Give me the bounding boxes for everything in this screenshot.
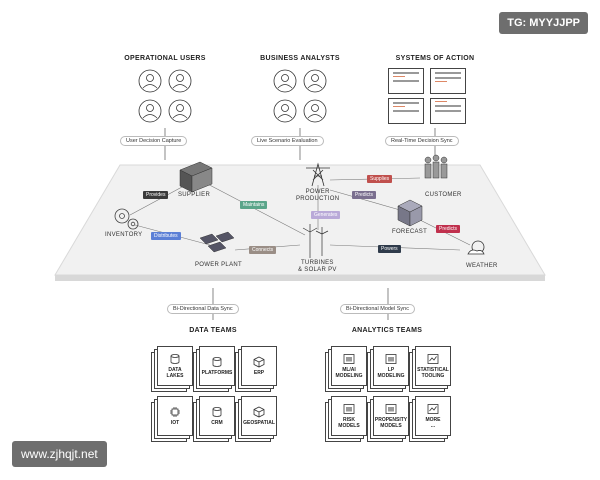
card-label: GEOSPATIAL xyxy=(243,419,275,426)
business-analysts-icons xyxy=(273,69,327,123)
card-label: ERP xyxy=(253,369,265,376)
node-customer[interactable]: CUSTOMER xyxy=(425,192,462,198)
card-label: STATISTICAL TOOLING xyxy=(417,366,449,379)
platform-edge xyxy=(55,275,545,281)
cube-icon xyxy=(253,356,265,368)
forecast-building-icon xyxy=(397,199,423,227)
model-sync-pill: Bi-Directional Model Sync xyxy=(340,304,415,314)
supplier-building-icon xyxy=(179,161,213,193)
edge-provides: Provides xyxy=(143,191,169,199)
data-teams-title: DATA TEAMS xyxy=(189,327,237,334)
node-forecast[interactable]: FORECAST xyxy=(392,229,428,235)
analytics-teams-title: ANALYTICS TEAMS xyxy=(351,327,423,334)
user-decision-capture-pill: User Decision Capture xyxy=(120,136,188,146)
inventory-gears-icon xyxy=(114,208,139,230)
data-card-crm[interactable]: CRM xyxy=(199,396,235,436)
card-label: ML/AI MODELING xyxy=(335,366,363,379)
chip-icon xyxy=(170,406,180,417)
node-weather[interactable]: WEATHER xyxy=(466,263,498,269)
node-power-plant[interactable]: POWER PLANT xyxy=(195,262,242,268)
edge-maintains: Maintains xyxy=(240,201,268,209)
window-chart-icon xyxy=(385,353,397,364)
card-label: LP MODELING xyxy=(377,366,405,379)
user-avatar-icon xyxy=(138,69,162,93)
card-label: PLATFORMS xyxy=(201,369,233,376)
edge-powers: Powers xyxy=(378,245,401,253)
user-avatar-icon xyxy=(168,69,192,93)
dashboard-screen-icon xyxy=(430,68,466,94)
edge-distributes: Distributes xyxy=(151,232,181,240)
dashboard-screen-icon xyxy=(388,98,424,124)
telegram-watermark: TG: MYYJJPP xyxy=(499,12,588,34)
dashboard-screen-icon xyxy=(430,98,466,124)
card-label: CRM xyxy=(211,419,223,426)
edge-predicts-customer: Predicts xyxy=(352,191,377,199)
realtime-decision-sync-pill: Real-Time Decision Sync xyxy=(385,136,459,146)
analytics-card-propensity[interactable]: PROPENSITY MODELS xyxy=(373,396,409,436)
operational-users-title: OPERATIONAL USERS xyxy=(124,55,206,62)
node-inventory[interactable]: INVENTORY xyxy=(105,232,143,238)
card-label: DATA LAKES xyxy=(166,366,184,379)
website-watermark: www.zjhqjt.net xyxy=(12,441,107,467)
data-card-geospatial[interactable]: GEOSPATIAL xyxy=(241,396,277,436)
user-avatar-icon xyxy=(168,99,192,123)
data-card-iot[interactable]: IOT xyxy=(157,396,193,436)
data-sync-pill: Bi-Directional Data Sync xyxy=(167,304,239,314)
wind-turbine-icon xyxy=(302,224,329,258)
node-turbines-solar[interactable]: TURBINES & SOLAR PV xyxy=(298,260,337,273)
line-chart-icon xyxy=(427,403,439,414)
database-icon xyxy=(170,353,180,364)
node-power-production[interactable]: POWER PRODUCTION xyxy=(296,189,340,202)
user-avatar-icon xyxy=(138,99,162,123)
business-analysts-title: BUSINESS ANALYSTS xyxy=(260,55,340,62)
analytics-card-lp[interactable]: LP MODELING xyxy=(373,346,409,386)
live-scenario-evaluation-pill: Live Scenario Evaluation xyxy=(251,136,324,146)
data-card-erp[interactable]: ERP xyxy=(241,346,277,386)
card-label: MORE ... xyxy=(425,416,441,429)
card-label: IOT xyxy=(170,419,180,426)
card-label: RISK MODELS xyxy=(338,416,360,429)
edge-supplies: Supplies xyxy=(367,175,393,183)
cube-icon xyxy=(253,406,265,418)
window-chart-icon xyxy=(343,353,355,364)
systems-of-action-title: SYSTEMS OF ACTION xyxy=(395,55,475,62)
analytics-card-statistical[interactable]: STATISTICAL TOOLING xyxy=(415,346,451,386)
edge-predicts-weather: Predicts xyxy=(436,225,461,233)
line-chart-icon xyxy=(427,353,439,364)
analytics-card-more[interactable]: MORE ... xyxy=(415,396,451,436)
edge-connects: Connects xyxy=(249,246,277,254)
database-icon xyxy=(212,406,222,417)
edge-generates: Generates xyxy=(311,211,341,219)
analytics-card-risk[interactable]: RISK MODELS xyxy=(331,396,367,436)
card-label: PROPENSITY MODELS xyxy=(374,416,408,429)
analytics-card-ml-ai[interactable]: ML/AI MODELING xyxy=(331,346,367,386)
weather-icon xyxy=(467,240,485,255)
data-card-data-lakes[interactable]: DATA LAKES xyxy=(157,346,193,386)
customer-people-icon xyxy=(424,154,448,179)
power-tower-icon xyxy=(306,162,330,187)
operational-users-icons xyxy=(138,69,192,123)
dashboard-screen-icon xyxy=(388,68,424,94)
solar-panels-icon xyxy=(199,231,235,253)
node-supplier[interactable]: SUPPLIER xyxy=(178,192,211,198)
window-chart-icon xyxy=(343,403,355,414)
data-card-platforms[interactable]: PLATFORMS xyxy=(199,346,235,386)
server-icon xyxy=(212,356,222,367)
window-chart-icon xyxy=(385,403,397,414)
